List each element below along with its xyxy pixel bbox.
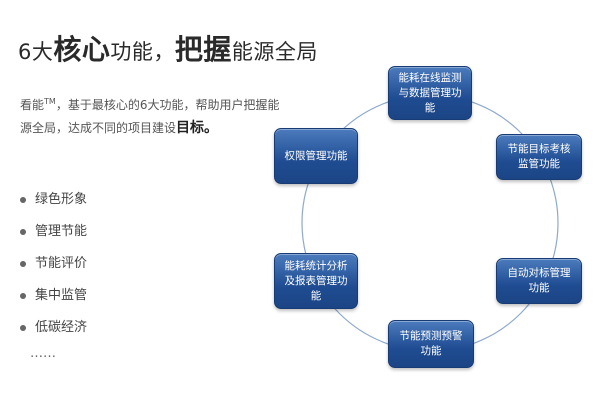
node-line: 节能目标考核 bbox=[507, 143, 571, 155]
bullet-icon bbox=[20, 293, 26, 299]
brand-name: 看能 bbox=[20, 98, 45, 112]
feature-label: 节能评价 bbox=[35, 256, 88, 271]
description-emphasis: 目标。 bbox=[176, 120, 219, 136]
feature-item: 节能评价 bbox=[18, 254, 87, 286]
node-line: 节能预测预警 bbox=[399, 330, 463, 342]
node-text: 权限管理功能 bbox=[285, 149, 348, 164]
feature-item: 集中监管 bbox=[18, 286, 87, 318]
description: 看能TM，基于最核心的6大功能，帮助用户把握能源全局，达成不同的项目建设目标。 bbox=[20, 90, 290, 140]
node-line: 功能 bbox=[528, 282, 550, 294]
title-part-3: 功能， bbox=[110, 40, 175, 64]
node-text: 节能预测预警功能 bbox=[400, 329, 463, 359]
node-statistics-reports: 能耗统计分析及报表管理功能 bbox=[274, 253, 358, 309]
node-line: 能耗在线监测 bbox=[398, 71, 462, 84]
feature-item: 管理节能 bbox=[18, 222, 87, 254]
feature-item: 绿色形象 bbox=[18, 190, 87, 222]
node-line: 监管功能 bbox=[518, 158, 560, 170]
node-permission-management: 权限管理功能 bbox=[274, 128, 358, 184]
feature-item: 低碳经济 bbox=[18, 318, 87, 350]
node-line: 功能 bbox=[420, 345, 442, 357]
node-target-assessment: 节能目标考核监管功能 bbox=[496, 134, 582, 180]
node-line: 自动对标管理 bbox=[507, 267, 571, 279]
feature-list: 绿色形象 管理节能 节能评价 集中监管 低碳经济 bbox=[18, 190, 87, 350]
bullet-icon bbox=[20, 197, 26, 203]
node-energy-monitoring: 能耗在线监测与数据管理功能 bbox=[388, 66, 472, 120]
node-benchmarking: 自动对标管理功能 bbox=[496, 258, 582, 304]
title-part-1: 6大 bbox=[18, 40, 54, 64]
node-line: 能 bbox=[424, 101, 436, 114]
node-line: 能耗统计分析 bbox=[284, 259, 348, 272]
node-line: 权限管理功能 bbox=[284, 149, 348, 162]
feature-label: 低碳经济 bbox=[35, 320, 88, 335]
title-part-4: 把握 bbox=[174, 33, 232, 66]
node-forecast-warning: 节能预测预警功能 bbox=[388, 320, 474, 368]
title-part-2: 核心 bbox=[53, 33, 111, 66]
node-line: 能 bbox=[310, 289, 322, 302]
node-text: 自动对标管理功能 bbox=[508, 266, 571, 296]
bullet-icon bbox=[20, 261, 26, 267]
feature-label: 绿色形象 bbox=[35, 192, 88, 207]
title-part-5: 能源全局 bbox=[231, 40, 318, 64]
node-line: 与数据管理功 bbox=[398, 86, 462, 99]
trademark: TM bbox=[44, 97, 56, 106]
more-ellipsis: …… bbox=[30, 346, 56, 361]
node-text: 能耗在线监测与数据管理功能 bbox=[399, 71, 462, 116]
node-text: 能耗统计分析及报表管理功能 bbox=[285, 259, 348, 304]
feature-label: 管理节能 bbox=[35, 224, 88, 239]
page-title: 6大核心功能，把握能源全局 bbox=[18, 28, 318, 68]
feature-label: 集中监管 bbox=[35, 288, 88, 303]
bullet-icon bbox=[20, 325, 26, 331]
node-line: 及报表管理功 bbox=[284, 274, 348, 287]
bullet-icon bbox=[20, 229, 26, 235]
node-text: 节能目标考核监管功能 bbox=[508, 142, 571, 172]
description-text: ，基于最核心的6大功能，帮助用户把握能源全局，达成不同的项目建设 bbox=[20, 98, 280, 135]
